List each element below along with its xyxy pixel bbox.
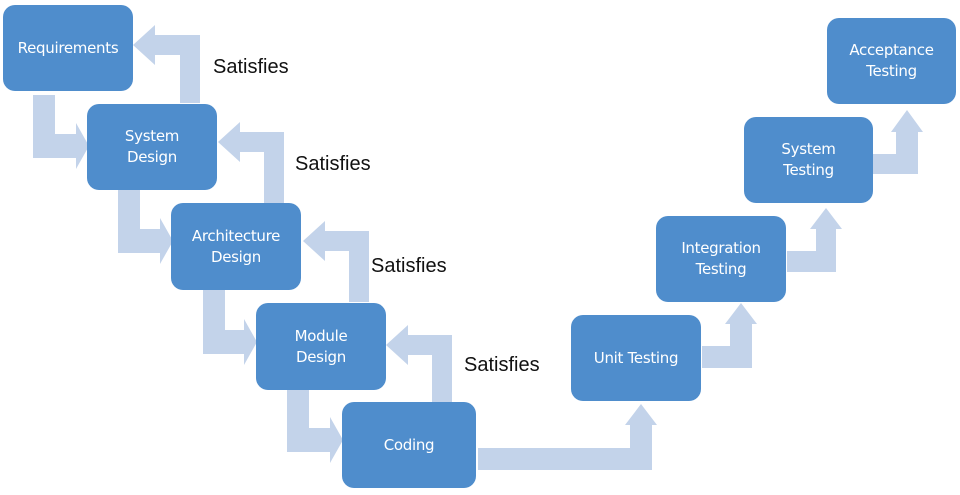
satisfies-label-3: Satisfies [371, 255, 447, 277]
flow-arrow-module-design-to-coding [287, 390, 343, 463]
satisfies-label-4: Satisfies [464, 354, 540, 376]
flow-arrow-coding-to-unit-testing [478, 404, 657, 470]
satisfies-arrow-module-design-to-architecture-design [303, 221, 369, 302]
flow-arrow-system-testing-to-acceptance-testing [873, 110, 923, 174]
satisfies-label-1: Satisfies [213, 56, 289, 78]
stage-acceptance-testing: Acceptance Testing [827, 18, 956, 104]
satisfies-arrow-system-design-to-requirements [133, 25, 200, 103]
stage-requirements: Requirements [3, 5, 133, 91]
stage-module-design: Module Design [256, 303, 386, 390]
satisfies-arrow-architecture-design-to-system-design [218, 122, 284, 203]
satisfies-label-2: Satisfies [295, 153, 371, 175]
stage-system-design: System Design [87, 104, 217, 190]
satisfies-arrow-coding-to-module-design [386, 325, 452, 403]
stage-architecture-design: Architecture Design [171, 203, 301, 290]
stage-coding: Coding [342, 402, 476, 488]
stage-integration-testing: Integration Testing [656, 216, 786, 302]
flow-arrow-system-design-to-architecture-design [118, 190, 173, 264]
stage-unit-testing: Unit Testing [571, 315, 701, 401]
flow-arrow-architecture-design-to-module-design [203, 290, 257, 365]
flow-arrow-integration-testing-to-system-testing [787, 208, 842, 272]
stage-system-testing: System Testing [744, 117, 873, 203]
flow-arrow-requirements-to-system-design [33, 95, 89, 169]
flow-arrow-unit-testing-to-integration-testing [702, 303, 757, 368]
